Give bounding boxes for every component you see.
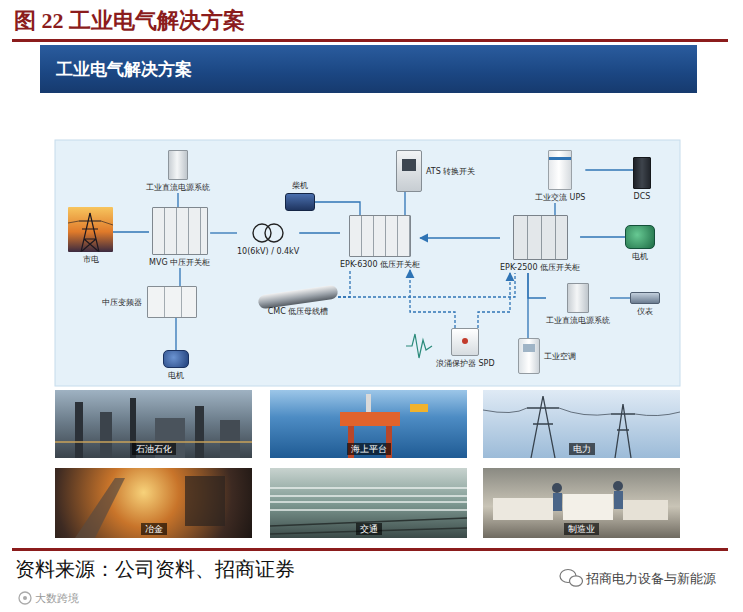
- equipment-node: 工业直流电源系统: [546, 283, 610, 326]
- equipment-icon: [396, 150, 422, 192]
- power-line: [610, 297, 630, 298]
- equipment-icon: [152, 207, 208, 255]
- dashed-connector: [478, 273, 510, 328]
- equipment-icon: [567, 283, 589, 313]
- equipment-label: 市电: [83, 254, 99, 265]
- equipment-node: 仪表: [630, 292, 660, 317]
- equipment-node: 柴机: [285, 180, 315, 211]
- header-band: 工业电气解决方案: [40, 45, 697, 93]
- equipment-label: 浪涌保护器 SPD: [436, 358, 495, 369]
- equipment-label: 仪表: [637, 306, 653, 317]
- equipment-label: ATS 转换开关: [426, 166, 475, 177]
- equipment-label: 工业直流电源系统: [546, 315, 610, 326]
- equipment-node: CMC 低压母线槽: [258, 290, 338, 317]
- diagram-panel: [55, 140, 680, 386]
- equipment-node: 市电: [68, 207, 113, 265]
- equipment-label: 中压变频器: [102, 297, 142, 308]
- power-line: [527, 273, 528, 338]
- scene-photo: 电力: [483, 390, 680, 458]
- equipment-node: 工业直流电源系统: [146, 150, 210, 193]
- equipment-label: EPK-2500 低压开关柜: [500, 262, 580, 273]
- equipment-label: 工业空调: [544, 351, 576, 362]
- figure-title: 图 22 工业电气解决方案: [14, 7, 245, 35]
- photo-caption: 制造业: [564, 523, 599, 535]
- equipment-node: 电机: [625, 225, 655, 262]
- photo-caption: 交通: [356, 523, 382, 535]
- dashed-connector: [338, 270, 350, 297]
- photo-caption: 海上平台: [347, 443, 391, 455]
- equipment-icon: [625, 225, 655, 249]
- power-line: [580, 236, 625, 237]
- source-rule: [12, 548, 728, 551]
- equipment-label: 电机: [632, 251, 648, 262]
- wechat-icon: [560, 570, 583, 587]
- source-note: 资料来源：公司资料、招商证券: [15, 556, 295, 582]
- equipment-label: CMC 低压母线槽: [268, 306, 329, 317]
- surge-wave: [406, 334, 432, 358]
- power-line: [179, 268, 180, 286]
- equipment-node: 中压变频器: [102, 286, 197, 318]
- scene-photo: 交通: [270, 468, 467, 538]
- scene-photo: 石油石化: [55, 390, 252, 458]
- equipment-icon: [513, 215, 568, 260]
- power-line: [177, 193, 178, 207]
- power-line: [528, 273, 546, 298]
- account-watermark: 招商电力设备与新能源: [586, 570, 716, 587]
- power-line: [210, 232, 237, 233]
- power-line: [554, 203, 555, 215]
- equipment-node: EPK-6300 低压开关柜: [340, 215, 420, 270]
- equipment-label: 工业直流电源系统: [146, 182, 210, 193]
- equipment-icon: [285, 193, 315, 211]
- power-line: [420, 237, 500, 238]
- power-line: [113, 231, 149, 232]
- dashed-connector: [410, 270, 455, 328]
- equipment-node: EPK-2500 低压开关柜: [500, 215, 580, 273]
- photo-caption: 冶金: [141, 523, 167, 535]
- equipment-node: 工业空调: [518, 338, 576, 374]
- equipment-icon: [168, 150, 188, 180]
- photo-caption: 石油石化: [132, 443, 176, 455]
- equipment-label: DCS: [634, 191, 651, 202]
- equipment-node: 工业交流 UPS: [535, 150, 585, 203]
- equipment-label: 电机: [168, 370, 184, 381]
- equipment-label: 柴机: [292, 180, 308, 191]
- equipment-icon: [518, 338, 540, 374]
- equipment-icon: [147, 286, 197, 318]
- equipment-label: 工业交流 UPS: [535, 192, 585, 203]
- scene-photo: 海上平台: [270, 390, 467, 458]
- scene-photo: 制造业: [483, 468, 680, 538]
- equipment-node: DCS: [633, 157, 651, 202]
- photo-caption: 电力: [569, 443, 595, 455]
- equipment-label: 10(6kV) / 0.4kV: [237, 246, 299, 257]
- equipment-icon: [248, 222, 288, 244]
- equipment-icon: [630, 292, 660, 304]
- band-title: 工业电气解决方案: [40, 58, 192, 80]
- scene-photo: 冶金: [55, 468, 252, 538]
- equipment-label: MVG 中压开关柜: [149, 257, 210, 268]
- equipment-label: EPK-6300 低压开关柜: [340, 259, 420, 270]
- equipment-node: MVG 中压开关柜: [149, 207, 210, 268]
- equipment-icon: [633, 157, 651, 189]
- dashed-connector: [338, 273, 515, 297]
- equipment-node: 10(6kV) / 0.4kV: [237, 222, 299, 257]
- power-line: [299, 232, 340, 233]
- equipment-icon: [349, 215, 411, 257]
- corner-icon: [19, 592, 31, 604]
- equipment-node: 浪涌保护器 SPD: [436, 328, 495, 369]
- equipment-icon: [548, 150, 572, 190]
- corner-watermark: 大数跨境: [35, 591, 79, 606]
- equipment-icon: [451, 328, 479, 356]
- title-rule: [12, 39, 728, 42]
- power-line: [175, 318, 176, 350]
- equipment-node: ATS 转换开关: [396, 150, 475, 192]
- equipment-icon: [163, 350, 189, 368]
- equipment-node: 电机: [163, 350, 189, 381]
- power-line: [404, 192, 405, 215]
- equipment-icon: [68, 207, 113, 252]
- power-line: [315, 202, 360, 215]
- power-line: [585, 169, 633, 170]
